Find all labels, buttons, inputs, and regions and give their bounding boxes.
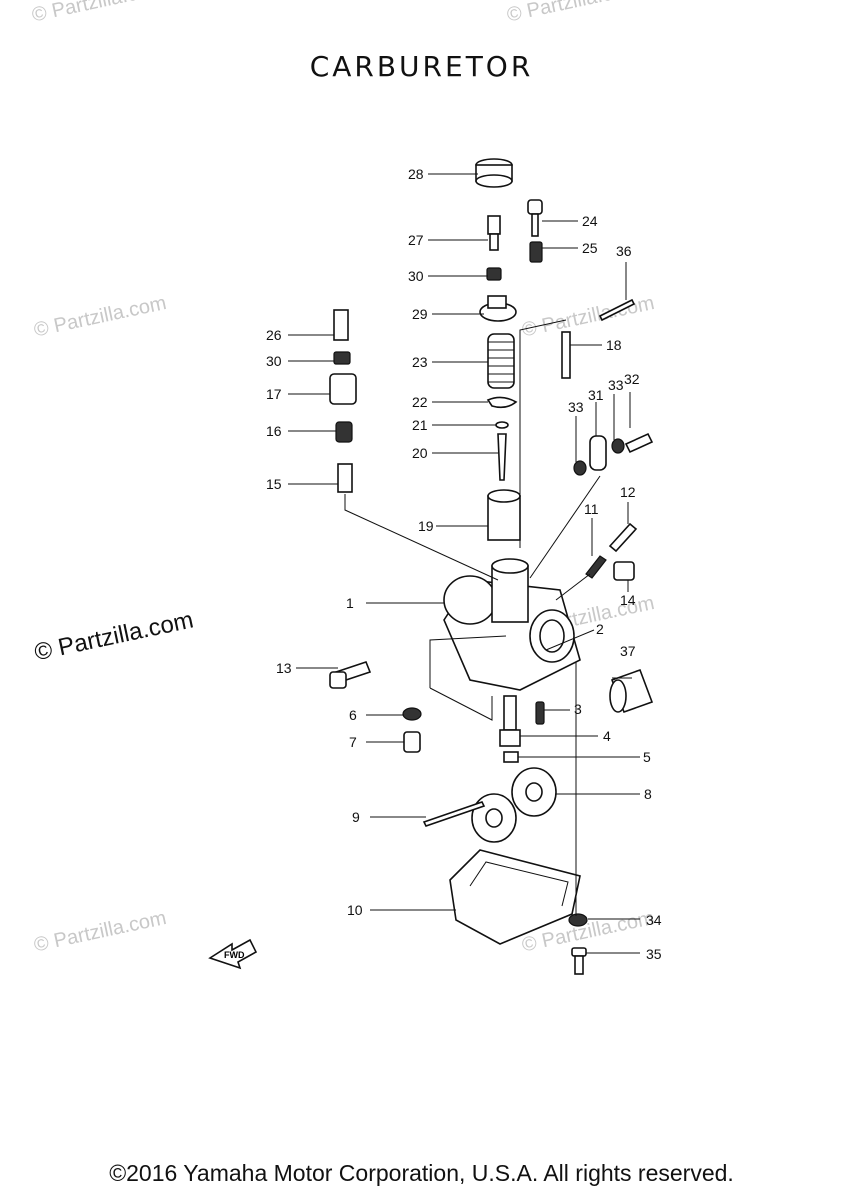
part-9-pin [422,801,486,827]
callout-3: 3 [574,701,582,717]
part-11-spring [585,555,607,579]
part-8-float [471,767,557,843]
part-10-float-bowl [449,849,581,945]
leader-lines [288,173,640,954]
callout-34: 34 [646,912,662,928]
part-27-adjuster [487,215,501,251]
part-36-pin [598,298,636,322]
callout-19: 19 [418,518,434,534]
part-4-needle-jet [499,695,521,747]
copyright-footer: ©2016 Yamaha Motor Corporation, U.S.A. A… [109,1160,734,1186]
callout-18: 18 [606,337,622,353]
callout-16: 16 [266,423,282,439]
part-13-screw [329,661,372,689]
part-5-main-jet [503,751,519,763]
part-21-washer [495,421,509,429]
callout-15: 15 [266,476,282,492]
fwd-arrow-icon: FWD [208,938,258,970]
part-18-pin [561,331,571,379]
callout-30: 30 [408,268,424,284]
part-14-cap [613,561,635,581]
callout-24: 24 [582,213,598,229]
part-33-washer [573,438,625,476]
callout-37: 37 [620,643,636,659]
callout-21: 21 [412,417,428,433]
callout-5: 5 [643,749,651,765]
part-1-carburetor-body [443,558,581,691]
callout-20: 20 [412,445,428,461]
callout-9: 9 [352,809,360,825]
callout-32: 32 [624,371,640,387]
callout-27: 27 [408,232,424,248]
callout-36: 36 [616,243,632,259]
callout-30-left: 30 [266,353,282,369]
part-25-spring [529,241,543,263]
part-17-body [329,373,357,405]
part-30-nut [486,267,502,281]
callout-23: 23 [412,354,428,370]
callout-29: 29 [412,306,428,322]
part-30-nut-left [333,351,351,365]
part-32-bolt [624,432,654,454]
part-37-boot [609,668,654,714]
part-12-screw [608,522,638,553]
callout-14: 14 [620,592,636,608]
part-24-screw [527,199,543,237]
part-6-washer [402,707,422,721]
callout-22: 22 [412,394,428,410]
part-19-throttle-slide [487,489,521,541]
callout-2: 2 [596,621,604,637]
callout-33-right: 33 [608,377,624,393]
callout-6: 6 [349,707,357,723]
part-34-washer [568,913,588,927]
callout-4: 4 [603,728,611,744]
callout-25: 25 [582,240,598,256]
part-31-banjo [589,435,607,471]
part-20-needle [497,433,507,481]
callout-7: 7 [349,734,357,750]
callout-13: 13 [276,660,292,676]
callout-11: 11 [584,501,599,517]
callouts: 1 2 3 4 5 6 7 8 9 10 11 12 13 14 15 16 1… [266,166,662,962]
callout-33: 33 [568,399,584,415]
callout-8: 8 [644,786,652,802]
part-26-cap [333,309,349,341]
part-7-plug [403,731,421,753]
page-title: CARBURETOR [309,50,534,83]
part-22-clip [486,396,518,409]
callout-1: 1 [346,595,354,611]
callout-26: 26 [266,327,282,343]
part-35-screw [571,947,587,975]
part-29-plate [479,295,517,322]
part-3-jet [535,701,545,725]
part-15-plunger [337,463,353,493]
fwd-label: FWD [224,950,245,960]
part-23-spring [487,333,515,389]
part-28-cap [475,158,513,188]
callout-35: 35 [646,946,662,962]
callout-10: 10 [347,902,363,918]
callout-28: 28 [408,166,424,182]
callout-31: 31 [588,387,604,403]
callout-17: 17 [266,386,282,402]
part-16-spring [335,421,353,443]
callout-12: 12 [620,484,636,500]
